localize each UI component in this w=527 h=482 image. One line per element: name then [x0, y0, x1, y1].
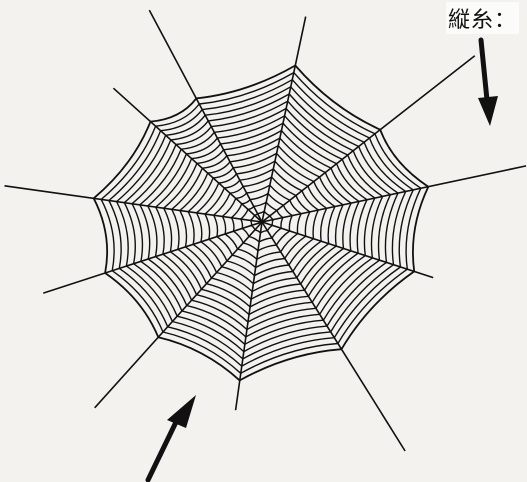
radial-thread-label: 縦糸：: [446, 2, 519, 34]
